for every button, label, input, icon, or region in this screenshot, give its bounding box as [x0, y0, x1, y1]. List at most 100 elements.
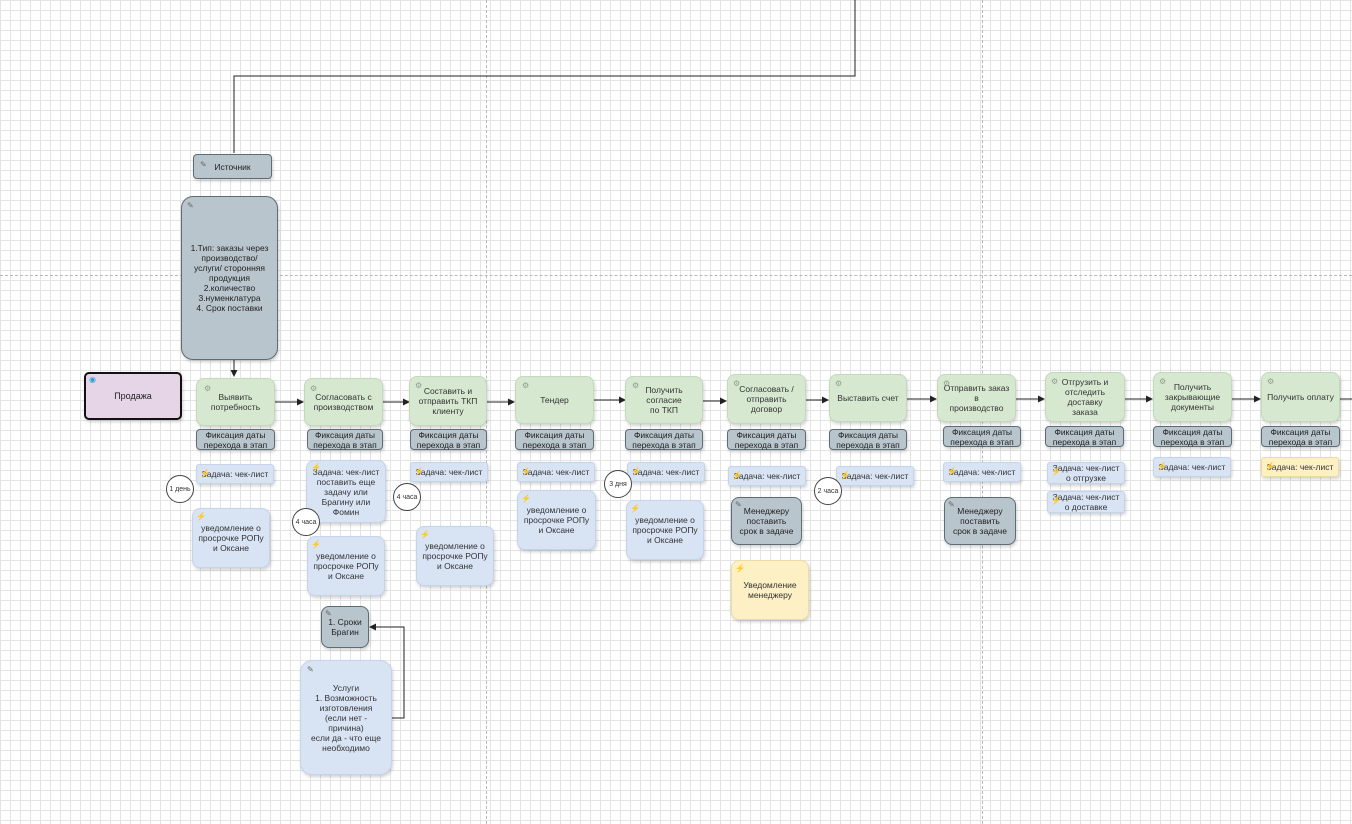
gear-icon: ⚙	[204, 384, 212, 393]
pencil-icon: ✎	[948, 500, 955, 509]
task-coordination-node[interactable]: Задача: чек-лист поставить еще задачу ил…	[306, 460, 386, 523]
lightning-icon: ⚡	[947, 467, 957, 476]
pencil-icon: ✎	[200, 160, 207, 169]
stage-tender[interactable]: Тендер	[515, 376, 594, 424]
fixation-node[interactable]: Фиксация даты перехода в этап	[196, 429, 275, 450]
task-shipment-node[interactable]: Задача: чек-лист о отгрузке	[1047, 462, 1125, 484]
task-checklist-node[interactable]: Задача: чек-лист	[517, 462, 595, 482]
page-break-line	[0, 275, 1352, 276]
lightning-icon: ⚡	[521, 467, 531, 476]
gear-icon: ⚙	[943, 379, 951, 388]
notice-label: уведомление о просрочке РОПу и Оксане	[313, 551, 379, 581]
fixation-node[interactable]: Фиксация даты перехода в этап	[829, 429, 907, 450]
lightning-icon: ⚡	[1157, 462, 1167, 471]
gear-icon: ⚙	[632, 381, 640, 390]
sale-label: Продажа	[114, 391, 152, 401]
source-details-node[interactable]: 1.Тип: заказы через производство/ услуги…	[181, 196, 278, 360]
stage-coordinate-production[interactable]: Согласовать с производством	[304, 378, 383, 426]
fixation-label: Фиксация даты перехода в этап	[1052, 426, 1117, 447]
fixation-node[interactable]: Фиксация даты перехода в этап	[307, 429, 383, 450]
stage-get-closing-docs[interactable]: Получить закрывающие документы	[1153, 372, 1232, 422]
task-label: Задача: чек-лист	[1158, 462, 1226, 472]
task-checklist-node[interactable]: Задача: чек-лист	[410, 462, 488, 482]
gear-icon: ⚙	[835, 379, 843, 388]
stage-ship-and-track[interactable]: Отгрузить и отследить доставку заказа	[1045, 372, 1125, 422]
lightning-icon: ⚡	[311, 463, 321, 472]
stage-send-tkp[interactable]: Составить и отправить ТКП клиенту	[409, 376, 487, 426]
lightning-icon: ⚡	[200, 469, 210, 478]
bragin-label: 1. Сроки Брагин	[328, 617, 362, 637]
gear-icon: ⚙	[415, 381, 423, 390]
stage-label: Отгрузить и отследить доставку заказа	[1061, 377, 1109, 417]
task-checklist-node[interactable]: Задача: чек-лист	[627, 462, 705, 482]
task-checklist-node[interactable]: Задача: чек-лист	[728, 466, 806, 486]
manager-notice-label: Уведомление менеджеру	[743, 580, 797, 600]
fixation-node[interactable]: Фиксация даты перехода в этап	[515, 429, 594, 450]
timer-label: 1 день	[169, 485, 191, 493]
stage-get-payment[interactable]: Получить оплату	[1261, 372, 1340, 422]
stage-label: Согласовать с производством	[313, 392, 374, 412]
gear-icon: ⚙	[1267, 377, 1275, 386]
fixation-label: Фиксация даты перехода в этап	[313, 429, 377, 450]
task-delivery-node[interactable]: Задача: чек-лист о доставке	[1047, 491, 1125, 513]
timer-circle: 4 часа	[393, 483, 421, 511]
overdue-notice-node[interactable]: уведомление о просрочке РОПу и Оксане	[192, 508, 270, 568]
overdue-notice-node[interactable]: уведомление о просрочке РОПу и Оксане	[307, 536, 385, 596]
stage-label: Выставить счет	[837, 393, 899, 403]
task-checklist-node[interactable]: Задача: чек-лист	[943, 462, 1021, 482]
fixation-label: Фиксация даты перехода в этап	[203, 429, 268, 450]
lightning-icon: ⚡	[1051, 496, 1061, 505]
fixation-node[interactable]: Фиксация даты перехода в этап	[410, 429, 487, 450]
overdue-notice-node[interactable]: уведомление о просрочке РОПу и Оксане	[626, 500, 704, 560]
task-checklist-node[interactable]: Задача: чек-лист	[836, 466, 914, 486]
notice-label: уведомление о просрочке РОПу и Оксане	[523, 505, 590, 535]
fixation-label: Фиксация даты перехода в этап	[522, 429, 587, 450]
fixation-label: Фиксация даты перехода в этап	[734, 429, 799, 450]
fixation-node[interactable]: Фиксация даты перехода в этап	[1153, 426, 1232, 447]
source-node[interactable]: Источник	[193, 154, 272, 179]
lightning-icon: ⚡	[420, 530, 430, 539]
notice-label: уведомление о просрочке РОПу и Оксане	[632, 515, 698, 545]
fixation-node[interactable]: Фиксация даты перехода в этап	[943, 426, 1021, 447]
task-checklist-node[interactable]: Задача: чек-лист	[1261, 457, 1339, 477]
bragin-deadline-node[interactable]: 1. Сроки Брагин	[321, 606, 369, 648]
task-label: Задача: чек-лист	[201, 469, 269, 479]
fixation-label: Фиксация даты перехода в этап	[1160, 426, 1225, 447]
fixation-node[interactable]: Фиксация даты перехода в этап	[1261, 426, 1340, 447]
fixation-label: Фиксация даты перехода в этап	[632, 429, 696, 450]
task-label: Задача: чек-лист о доставке	[1052, 492, 1120, 512]
stage-label: Получить оплату	[1267, 392, 1334, 402]
fixation-label: Фиксация даты перехода в этап	[950, 426, 1014, 447]
task-checklist-node[interactable]: Задача: чек-лист	[1153, 457, 1231, 477]
stage-issue-invoice[interactable]: Выставить счет	[829, 374, 907, 422]
lightning-icon: ⚡	[840, 471, 850, 480]
manager-deadline-label: Менеджеру поставить срок в задаче	[739, 506, 794, 536]
connector	[233, 0, 856, 153]
fixation-node[interactable]: Фиксация даты перехода в этап	[625, 429, 703, 450]
lightning-icon: ⚡	[1265, 462, 1275, 471]
task-checklist-node[interactable]: Задача: чек-лист	[196, 464, 274, 484]
source-label: Источник	[214, 161, 251, 172]
services-node[interactable]: Услуги 1. Возможность изготовления (если…	[300, 660, 392, 775]
stage-label: Получить согласие по ТКП	[645, 385, 683, 415]
stage-send-to-production[interactable]: Отправить заказ в производство	[937, 374, 1016, 422]
fixation-label: Фиксация даты перехода в этап	[1268, 426, 1333, 447]
gear-icon: ⚙	[1051, 377, 1059, 386]
source-details-label: 1.Тип: заказы через производство/ услуги…	[190, 243, 269, 313]
manager-notice-node[interactable]: Уведомление менеджеру	[731, 560, 809, 620]
overdue-notice-node[interactable]: уведомление о просрочке РОПу и Оксане	[416, 526, 494, 586]
fixation-node[interactable]: Фиксация даты перехода в этап	[1045, 426, 1124, 447]
stage-send-contract[interactable]: Согласовать / отправить договор	[727, 374, 806, 424]
timer-circle: 4 часа	[292, 508, 320, 536]
overdue-notice-node[interactable]: уведомление о просрочке РОПу и Оксане	[517, 490, 596, 550]
manager-deadline-node[interactable]: Менеджеру поставить срок в задаче	[944, 497, 1016, 545]
stage-get-tkp-approval[interactable]: Получить согласие по ТКП	[625, 376, 703, 424]
stage-identify-need[interactable]: Выявить потребность	[196, 378, 275, 426]
task-label: Задача: чек-лист	[733, 471, 801, 481]
sale-start-node[interactable]: Продажа	[84, 372, 182, 420]
notice-label: уведомление о просрочке РОПу и Оксане	[422, 541, 488, 571]
fixation-node[interactable]: Фиксация даты перехода в этап	[727, 429, 806, 450]
connector	[369, 623, 405, 719]
manager-deadline-node[interactable]: Менеджеру поставить срок в задаче	[731, 497, 802, 545]
